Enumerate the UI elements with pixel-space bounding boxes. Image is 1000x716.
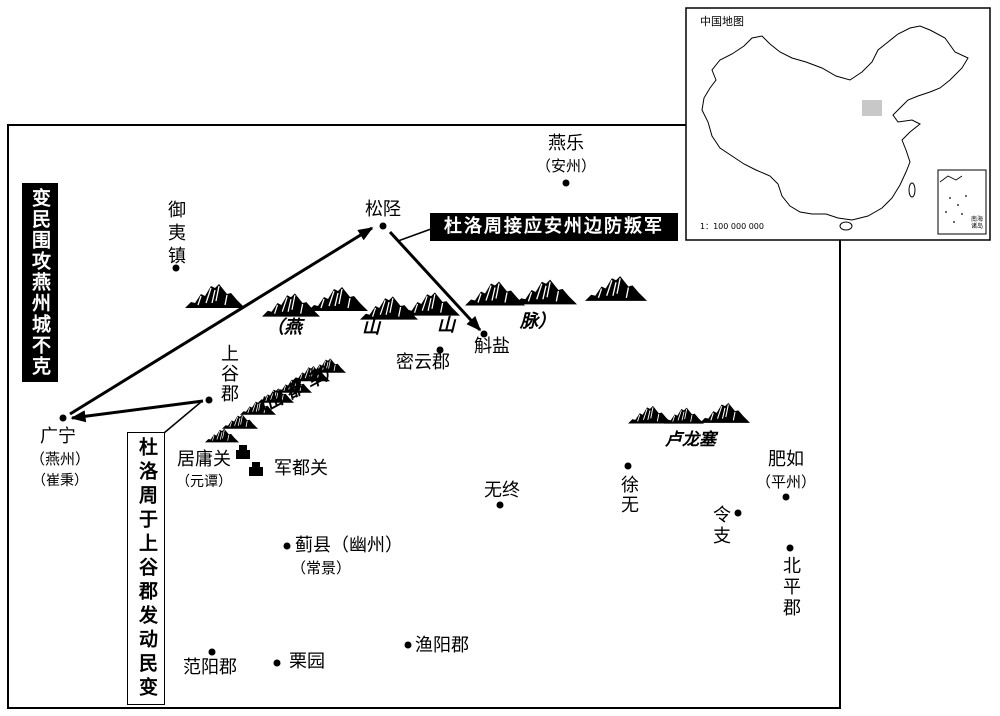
place-huyan: 斛盐 xyxy=(474,336,510,357)
callout-anzhou-support: 杜洛周接应安州边防叛军 xyxy=(430,213,678,241)
mountain-icon xyxy=(700,402,750,424)
mountain-icon xyxy=(515,278,577,305)
inset-title: 中国地图 xyxy=(700,15,744,28)
place-beiping: 北平郡 xyxy=(780,556,801,619)
city-marker-guangning xyxy=(59,414,67,422)
china-outline xyxy=(701,25,969,221)
lulong-label: 卢龙塞 xyxy=(665,430,716,450)
place-juyong: 居庸关 xyxy=(177,449,231,470)
city-marker-xuwu xyxy=(624,462,632,470)
place-lingzhi: 令支 xyxy=(710,505,731,547)
place-guangning-commander: （崔秉） xyxy=(32,473,88,489)
place-liyuan: 栗园 xyxy=(289,651,325,672)
city-marker-fanyang xyxy=(208,648,216,656)
place-yanle: 燕乐 xyxy=(548,133,584,154)
place-guangning: 广宁 xyxy=(40,426,76,447)
route-arrow-guangning-to-songxing xyxy=(69,226,374,416)
city-marker-shanggu xyxy=(205,396,213,404)
inset-scale: 1：100 000 000 xyxy=(700,222,764,231)
mountain-icon xyxy=(465,280,525,306)
callout-uprising: 杜洛周于上谷郡发动民变 xyxy=(127,432,165,705)
city-marker-wuzhong xyxy=(496,501,504,509)
city-marker-yuyi xyxy=(172,264,180,272)
place-shanggu: 上谷郡 xyxy=(218,344,239,404)
yanshan-label-3: 山 xyxy=(437,315,455,336)
highlight-area xyxy=(862,100,882,116)
place-guangning-note: （燕州） xyxy=(29,450,91,468)
place-yuyang: 渔阳郡 xyxy=(415,635,469,656)
city-marker-jixian xyxy=(283,542,291,550)
place-fanyang: 范阳郡 xyxy=(183,657,237,678)
mountain-icon xyxy=(185,283,245,308)
place-wuzhong: 无终 xyxy=(484,480,520,501)
mountain-icon xyxy=(628,405,672,425)
fortress-icon xyxy=(236,445,250,459)
map-frame xyxy=(7,124,841,709)
place-yanle-note: （安州） xyxy=(535,157,597,175)
mountain-icon xyxy=(585,275,647,301)
south-sea-box xyxy=(937,169,987,235)
city-marker-feiru xyxy=(782,493,790,501)
city-marker-songxing xyxy=(379,222,387,230)
inset-map xyxy=(685,7,991,241)
city-markers xyxy=(59,179,794,667)
south-sea-islands xyxy=(945,195,967,223)
place-jixian: 蓟县（幽州） xyxy=(295,535,403,556)
leader-line-anzhou-callout xyxy=(397,228,432,242)
place-xuwu: 徐无 xyxy=(618,475,639,515)
place-feiru-note: （平州） xyxy=(755,473,817,491)
leader-line-uprising-callout xyxy=(163,401,202,434)
city-marker-beiping xyxy=(786,544,794,552)
city-marker-yanle xyxy=(562,179,570,187)
yanshan-label-1: （燕 xyxy=(266,317,302,338)
lulong-mountains xyxy=(628,402,750,425)
yanshan-label-2: 山 xyxy=(362,317,380,338)
south-sea-label: 南海诸岛 xyxy=(971,216,984,230)
fortress-icon xyxy=(249,462,263,476)
taiwan-island xyxy=(908,182,916,198)
city-marker-yuyang xyxy=(404,641,412,649)
route-arrow-songxing-to-huyan xyxy=(388,230,482,332)
city-marker-huyan xyxy=(480,330,488,338)
mountain-icon xyxy=(664,407,704,425)
mountain-icon xyxy=(308,286,368,312)
place-jixian-commander: （常景） xyxy=(291,559,352,577)
place-miyun: 密云郡 xyxy=(396,352,450,373)
mountain-icon xyxy=(262,292,320,318)
hainan-island xyxy=(839,221,853,231)
place-jundu-pass: 军都关 xyxy=(274,458,328,479)
place-songxing: 松陉 xyxy=(365,199,401,220)
city-marker-lingzhi xyxy=(734,509,742,517)
place-yuyi: 御夷镇 xyxy=(165,200,186,269)
route-arrow-shanggu-to-guangning xyxy=(70,399,204,423)
yanshan-label-4: 脉） xyxy=(520,311,556,332)
city-marker-liyuan xyxy=(273,659,281,667)
city-marker-miyun xyxy=(436,346,444,354)
mountain-icon xyxy=(402,291,460,316)
mountain-icon xyxy=(205,428,239,443)
callout-siege-failed: 变民围攻燕州城不克 xyxy=(22,183,58,382)
place-feiru: 肥如 xyxy=(768,449,804,470)
yanshan-range-mountains xyxy=(185,275,647,321)
south-sea-coast xyxy=(939,175,963,183)
place-juyong-commander: （元谭） xyxy=(176,474,232,490)
